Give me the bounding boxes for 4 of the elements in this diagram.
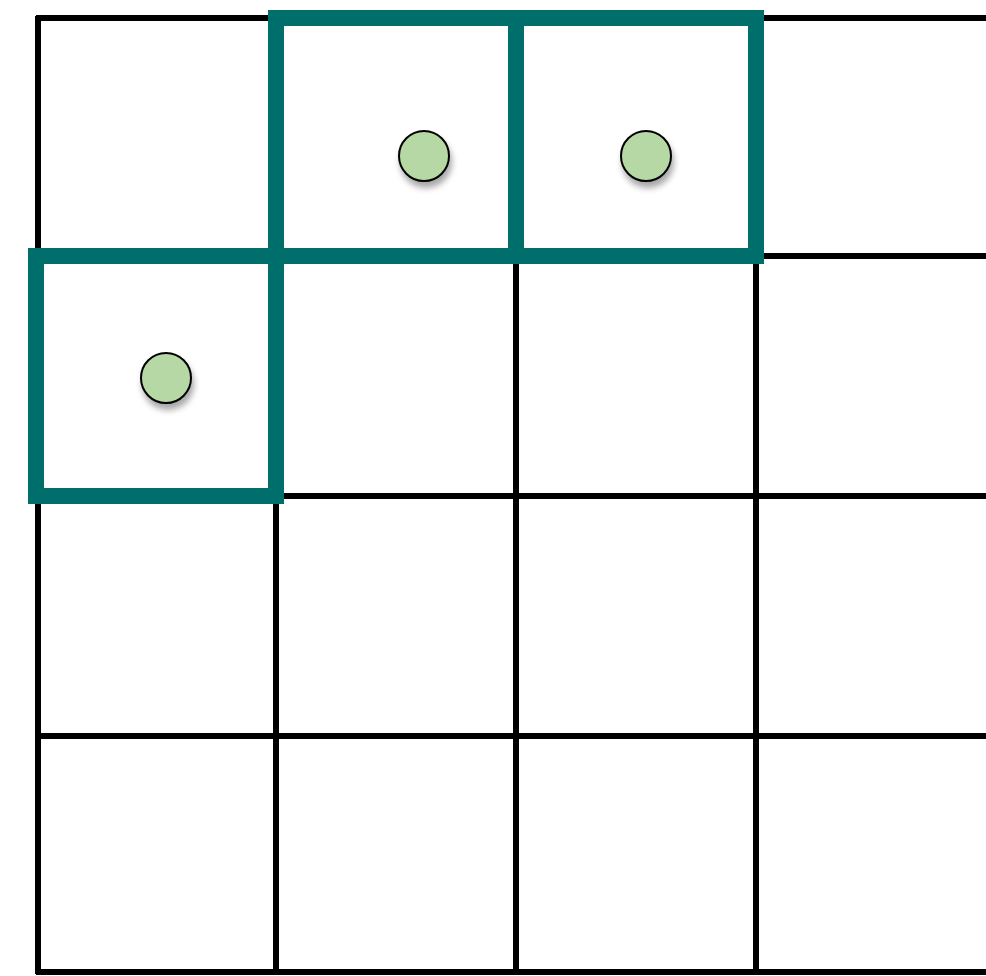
highlighted-square <box>28 248 284 504</box>
dot-marker <box>398 130 450 182</box>
dot-marker <box>620 130 672 182</box>
dot-marker <box>140 352 192 404</box>
